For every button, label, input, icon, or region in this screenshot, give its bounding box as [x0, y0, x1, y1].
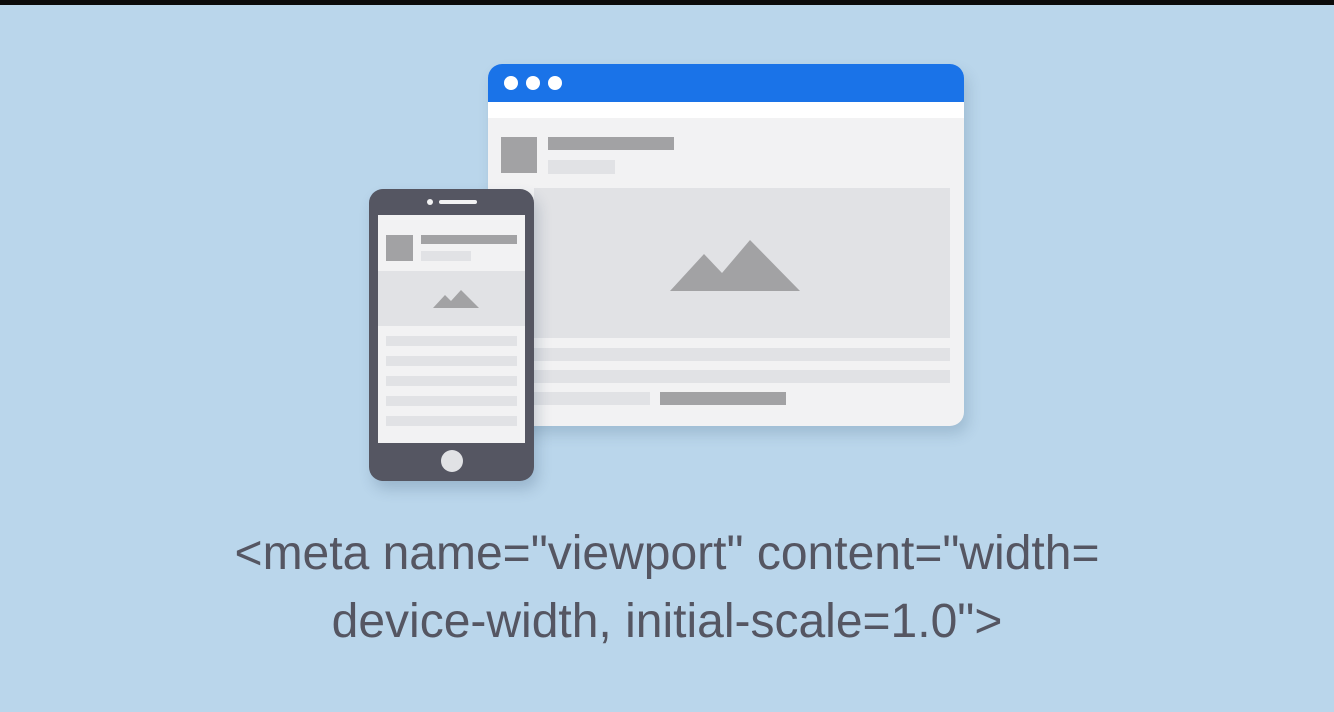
home-button	[441, 450, 463, 472]
camera-icon	[427, 199, 433, 205]
placeholder-text-line	[386, 376, 517, 386]
placeholder-avatar	[501, 137, 537, 173]
browser-address-bar	[488, 102, 964, 118]
placeholder-avatar	[386, 235, 413, 261]
placeholder-text-line	[534, 348, 950, 361]
window-dot-icon	[504, 76, 518, 90]
caption-line-2: device-width, initial-scale=1.0">	[331, 595, 1003, 648]
mountain-icon	[433, 290, 479, 308]
desktop-browser-window	[488, 64, 964, 426]
placeholder-title-line	[548, 137, 674, 150]
placeholder-secondary-line	[534, 392, 650, 405]
placeholder-subtitle-line	[548, 160, 615, 174]
placeholder-text-line	[386, 396, 517, 406]
top-border	[0, 0, 1334, 5]
window-dot-icon	[548, 76, 562, 90]
placeholder-text-line	[386, 416, 517, 426]
browser-titlebar	[488, 64, 964, 102]
viewport-meta-caption: <meta name="viewport" content="width= de…	[0, 520, 1334, 656]
placeholder-title-line	[421, 235, 517, 244]
mountain-icon	[670, 240, 800, 291]
placeholder-text-line	[534, 370, 950, 383]
phone-screen	[378, 215, 525, 443]
placeholder-subtitle-line	[421, 251, 471, 261]
speaker-grille	[439, 200, 477, 204]
placeholder-hero-image	[534, 188, 950, 338]
placeholder-text-line	[386, 336, 517, 346]
placeholder-button	[660, 392, 786, 405]
placeholder-text-line	[386, 356, 517, 366]
mobile-phone	[369, 189, 534, 481]
window-dot-icon	[526, 76, 540, 90]
caption-line-1: <meta name="viewport" content="width=	[234, 527, 1100, 580]
placeholder-hero-image	[378, 271, 525, 326]
